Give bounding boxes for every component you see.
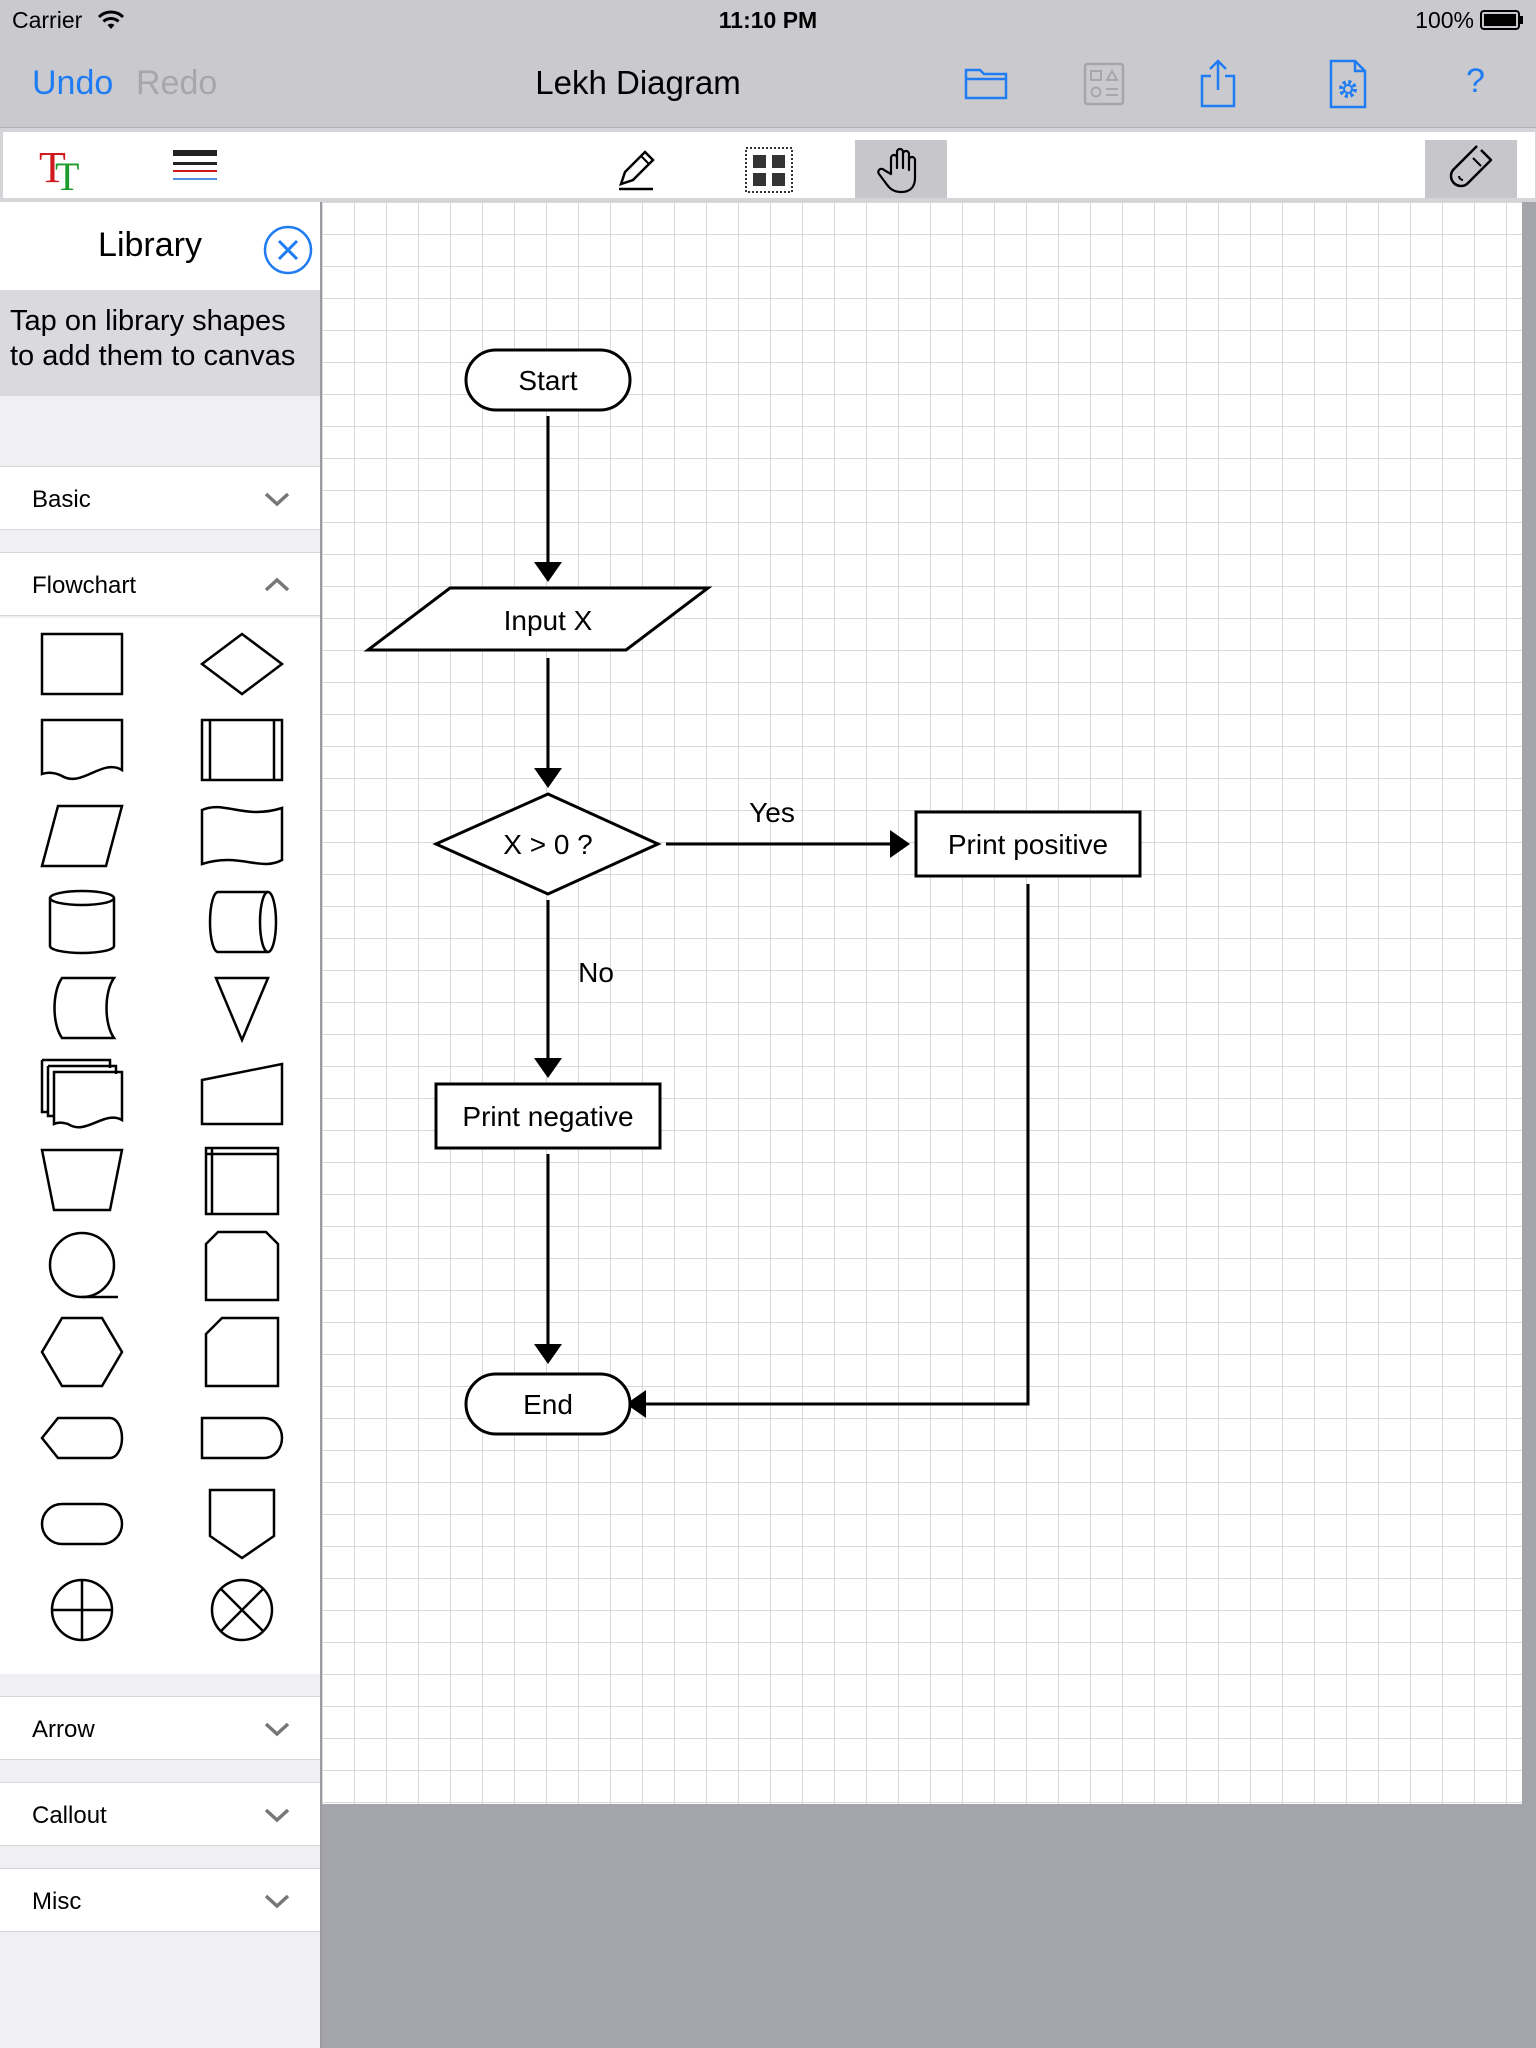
library-hint: Tap on library shapes to add them to can… (0, 290, 320, 396)
edge-start-input[interactable] (534, 416, 562, 582)
edge-positive-end[interactable] (626, 884, 1030, 1418)
pencil-icon (619, 150, 655, 191)
preparation-shape-icon[interactable] (34, 1314, 130, 1390)
redo-button[interactable]: Redo (136, 64, 218, 102)
delay-shape-icon[interactable] (194, 1400, 290, 1476)
library-title: Library (98, 226, 202, 264)
pencil-tool-button[interactable] (601, 140, 673, 198)
flowchart-diagram: Yes No Start Input X X > 0 ? Print posit… (363, 348, 1142, 1436)
wifi-icon (97, 10, 125, 29)
process-shape-icon[interactable] (34, 626, 130, 702)
decision-shape-icon[interactable] (194, 626, 290, 702)
merge-shape-icon[interactable] (194, 970, 290, 1046)
internal-storage-shape-icon[interactable] (194, 1142, 290, 1218)
summing-junction-shape-icon[interactable] (34, 1572, 130, 1648)
canvas-area: Yes No Start Input X X > 0 ? Print posit… (322, 202, 1536, 2048)
edge-input-decision[interactable] (534, 658, 562, 788)
svg-text:T: T (55, 154, 79, 198)
node-end-label: End (523, 1389, 573, 1420)
sequential-access-shape-icon[interactable] (34, 1228, 130, 1304)
node-input[interactable]: Input X (363, 586, 713, 652)
chevron-down-icon (264, 1722, 290, 1737)
svg-text:T: T (39, 143, 66, 192)
section-flowchart[interactable]: Flowchart (0, 552, 320, 616)
data-shape-icon[interactable] (34, 798, 130, 874)
document-shape-icon[interactable] (34, 712, 130, 788)
flowchart-shape-grid (0, 618, 320, 1674)
document-title: Lekh Diagram (535, 64, 741, 101)
section-callout[interactable]: Callout (0, 1782, 320, 1846)
navigation-bar: Undo Redo Lekh Diagram ? (0, 40, 1536, 128)
grid-icon (745, 147, 793, 193)
help-button[interactable]: ? (1466, 62, 1485, 100)
node-print-negative[interactable]: Print negative (434, 1082, 662, 1150)
hand-icon (877, 147, 917, 194)
toolbar-strip: T T (3, 132, 1535, 199)
tape-shape-icon[interactable] (194, 798, 290, 874)
section-misc[interactable]: Misc (0, 1868, 320, 1932)
off-page-reference-shape-icon[interactable] (194, 1486, 290, 1562)
section-label: Basic (32, 486, 91, 513)
predefined-process-shape-icon[interactable] (194, 712, 290, 788)
text-style-button[interactable]: T T (31, 140, 103, 199)
manual-input-shape-icon[interactable] (194, 1056, 290, 1132)
card-shape-icon[interactable] (194, 1314, 290, 1390)
off-page-connector-shape-icon[interactable] (194, 1228, 290, 1304)
node-decision[interactable]: X > 0 ? (432, 792, 662, 896)
carrier-label: Carrier (12, 7, 83, 33)
document-settings-icon[interactable] (1322, 58, 1374, 110)
battery-percent: 100% (1415, 7, 1474, 33)
node-negative-label: Print negative (462, 1101, 633, 1132)
section-label: Arrow (32, 1716, 95, 1743)
section-basic[interactable]: Basic (0, 466, 320, 530)
magnet-icon (1449, 145, 1493, 188)
clock: 11:10 PM (718, 7, 818, 33)
database-shape-icon[interactable] (34, 884, 130, 960)
folder-icon[interactable] (960, 58, 1012, 110)
manual-operation-shape-icon[interactable] (34, 1142, 130, 1218)
edge-decision-positive[interactable] (666, 830, 910, 858)
line-style-button[interactable] (159, 140, 231, 198)
edge-label-yes: Yes (749, 797, 795, 828)
edge-label-no: No (578, 957, 614, 988)
text-style-icon: T T (39, 143, 79, 199)
diagram-canvas[interactable]: Yes No Start Input X X > 0 ? Print posit… (322, 202, 1522, 1804)
chevron-up-icon (264, 577, 290, 592)
battery-icon (1480, 10, 1523, 30)
library-panel: Library Tap on library shapes to add the… (0, 202, 322, 2048)
line-style-icon (173, 150, 217, 180)
node-print-positive[interactable]: Print positive (914, 810, 1142, 878)
or-shape-icon[interactable] (194, 1572, 290, 1648)
status-bar: Carrier 11:10 PM 100% (0, 0, 1536, 40)
node-input-label: Input X (504, 605, 593, 636)
direct-access-storage-shape-icon[interactable] (194, 884, 290, 960)
library-header: Library (0, 202, 320, 290)
pan-tool-button[interactable] (855, 140, 947, 198)
shapes-panel-icon[interactable] (1078, 58, 1130, 110)
snap-magnet-button[interactable] (1425, 140, 1517, 198)
close-icon[interactable] (262, 224, 314, 276)
toolbar: T T (0, 128, 1536, 202)
display-shape-icon[interactable] (34, 1400, 130, 1476)
edge-decision-negative[interactable] (534, 900, 562, 1078)
section-label: Misc (32, 1888, 82, 1915)
node-positive-label: Print positive (948, 829, 1108, 860)
node-start-label: Start (518, 365, 577, 396)
multi-document-shape-icon[interactable] (34, 1056, 130, 1132)
section-label: Flowchart (32, 572, 137, 599)
grid-tool-button[interactable] (733, 140, 805, 198)
chevron-down-icon (264, 1894, 290, 1909)
terminator-shape-icon[interactable] (34, 1486, 130, 1562)
node-end[interactable]: End (464, 1372, 632, 1436)
stored-data-shape-icon[interactable] (34, 970, 130, 1046)
section-arrow[interactable]: Arrow (0, 1696, 320, 1760)
chevron-down-icon (264, 492, 290, 507)
section-label: Callout (32, 1802, 107, 1829)
share-icon[interactable] (1192, 58, 1244, 110)
edge-negative-end[interactable] (534, 1154, 562, 1364)
node-decision-label: X > 0 ? (503, 829, 593, 860)
node-start[interactable]: Start (464, 348, 632, 412)
undo-button[interactable]: Undo (32, 64, 114, 102)
chevron-down-icon (264, 1808, 290, 1823)
